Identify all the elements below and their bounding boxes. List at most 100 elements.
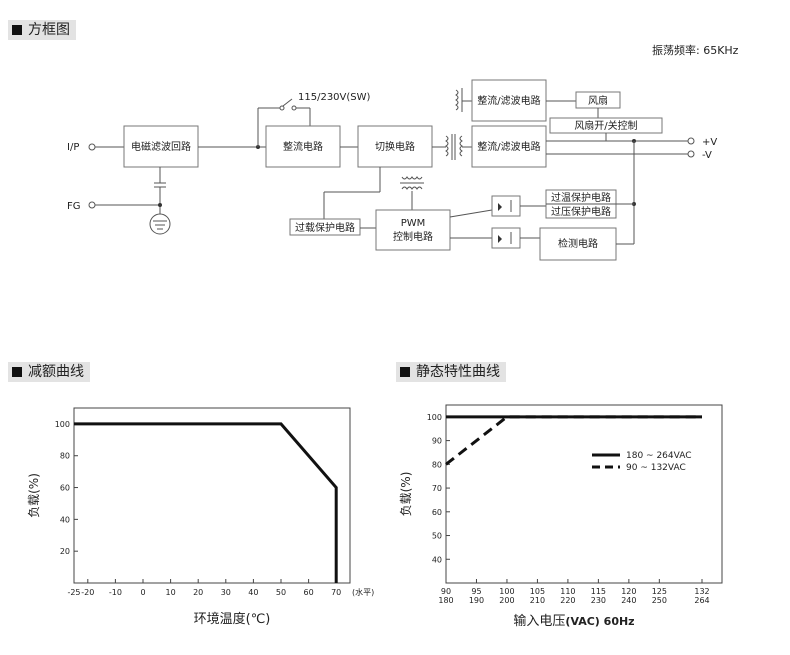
plus-v-terminal [687, 137, 695, 145]
junction-dot [158, 203, 162, 207]
transformer-secondary [459, 135, 463, 157]
y-tick-label: 80 [60, 452, 70, 461]
detect-label: 检测电路 [558, 237, 598, 250]
x-tick-label-bottom: 210 [530, 596, 545, 605]
legend-label: 180 ~ 264VAC [626, 451, 691, 461]
rect-filter-top-label: 整流/滤波电路 [477, 94, 540, 107]
series-line-dashed [445, 415, 702, 466]
derating-curve [74, 422, 338, 583]
transformer-primary [445, 135, 449, 157]
legend-label: 90 ~ 132VAC [626, 463, 686, 473]
x-tick-label: 40 [248, 588, 258, 597]
wire [449, 209, 493, 218]
y-tick-label: 100 [427, 413, 442, 422]
y-tick-label: 60 [432, 508, 442, 517]
section-title: 减额曲线 [28, 364, 84, 380]
x-tick-label: 60 [304, 588, 314, 597]
optocoupler-icon [491, 227, 521, 249]
pwm-control-label: 控制电路 [393, 230, 433, 243]
x-tick-label: 50 [276, 588, 286, 597]
x-tick-label-bottom: 180 [438, 596, 453, 605]
optocoupler-icon [491, 195, 521, 217]
x-tick-label-bottom: 250 [652, 596, 667, 605]
y-tick-label: 90 [432, 437, 442, 446]
section-bullet [400, 367, 410, 377]
x-tick-label-top: 105 [530, 587, 545, 596]
pwm-label: PWM [401, 218, 426, 229]
fan-control-label: 风扇开/关控制 [574, 119, 637, 132]
plot-frame [445, 404, 723, 584]
x-tick-label-top: 132 [694, 587, 709, 596]
plot-frame [73, 407, 351, 584]
y-axis-label: 负载(%) [399, 472, 413, 517]
section-title: 静态特性曲线 [416, 364, 500, 380]
y-tick-label: 40 [60, 515, 70, 524]
section-bullet [12, 367, 22, 377]
aux-transformer [455, 89, 459, 111]
oscillation-frequency: 振荡频率: 65KHz [652, 44, 739, 57]
emi-filter-block [123, 125, 199, 168]
x-tick-label-bottom: 264 [694, 596, 709, 605]
fan-label: 风扇 [588, 94, 608, 107]
rect-filter-main-block [471, 125, 547, 168]
x-tick-label: -10 [109, 588, 122, 597]
fg-terminal [88, 201, 96, 209]
x-tick-label-bottom: 190 [469, 596, 484, 605]
x-unit-label: (水平) [352, 587, 374, 597]
pwm-block [375, 209, 451, 251]
ovp-label: 过压保护电路 [551, 205, 611, 218]
section-bullet [12, 25, 22, 35]
y-tick-label: 40 [432, 555, 442, 564]
led-icon [498, 235, 502, 243]
led-icon [498, 203, 502, 211]
block-diagram: I/P FG 电磁滤波回路 115/230V(SW) 整流电路 切换电路 整流/… [67, 79, 717, 261]
minus-v-terminal [687, 150, 695, 158]
x-tick-label-top: 95 [471, 587, 481, 596]
switch-contact [279, 105, 285, 111]
ocp-label: 过载保护电路 [295, 221, 355, 234]
rectifier-label: 整流电路 [283, 140, 323, 153]
emi-filter-label: 电磁滤波回路 [131, 140, 191, 153]
section-title: 方框图 [28, 22, 70, 38]
x-tick-label: -25 [67, 588, 80, 597]
switch-contact [291, 105, 297, 111]
fg-label: FG [67, 201, 81, 212]
x-tick-label-top: 90 [441, 587, 451, 596]
ocp-block [289, 218, 361, 236]
rect-filter-top-block [471, 79, 547, 122]
section-header-derating: 减额曲线 [8, 362, 90, 382]
section-header-static: 静态特性曲线 [396, 362, 506, 382]
x-tick-label: 70 [331, 588, 341, 597]
switch-blade [282, 98, 293, 107]
x-axis-label: 输入电压(VAC) 60Hz [513, 613, 634, 629]
x-tick-label: 10 [166, 588, 176, 597]
x-tick-label: 30 [221, 588, 231, 597]
y-tick-label: 70 [432, 484, 442, 493]
x-tick-label: -20 [81, 588, 94, 597]
y-tick-label: 60 [60, 484, 70, 493]
switching-label: 切换电路 [375, 140, 415, 153]
ground-icon [149, 213, 171, 235]
switch-label: 115/230V(SW) [298, 92, 371, 103]
ip-label: I/P [67, 142, 79, 153]
x-tick-label-bottom: 220 [560, 596, 575, 605]
y-tick-label: 20 [60, 547, 70, 556]
switching-block [357, 125, 433, 168]
y-tick-label: 50 [432, 532, 442, 541]
pwm-transformer [401, 176, 423, 180]
y-tick-label: 100 [55, 420, 70, 429]
x-tick-label: 0 [140, 588, 145, 597]
minus-v-label: -V [702, 150, 712, 161]
rect-filter-main-label: 整流/滤波电路 [477, 140, 540, 153]
x-tick-label-top: 100 [499, 587, 514, 596]
plus-v-label: +V [702, 137, 717, 148]
x-axis-label: 环境温度(℃) [194, 611, 271, 627]
detect-block [539, 227, 617, 261]
x-tick-label-bottom: 240 [621, 596, 636, 605]
x-tick-label-top: 120 [621, 587, 636, 596]
x-tick-label-top: 125 [652, 587, 667, 596]
ip-terminal [88, 143, 96, 151]
section-header-block-diagram: 方框图 [8, 20, 76, 40]
otp-label: 过温保护电路 [551, 191, 611, 204]
y-tick-label: 80 [432, 460, 442, 469]
